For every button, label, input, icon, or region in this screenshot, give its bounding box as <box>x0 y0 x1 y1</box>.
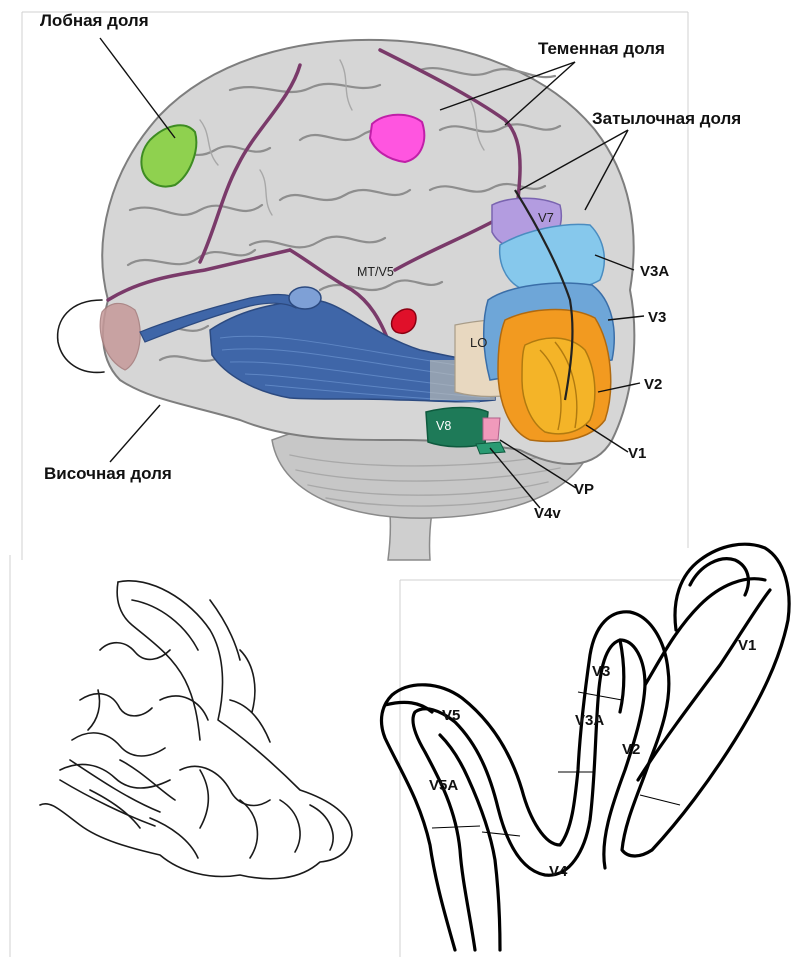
brain-sketch <box>40 581 352 879</box>
v3-label: V3 <box>648 309 666 326</box>
frontal-pole-outline <box>58 300 104 372</box>
v8-label: V8 <box>436 419 451 433</box>
brain-illustration: V7 LO MT/V5 V8 Лобная доля Теменная доля… <box>40 11 741 560</box>
v5a-section-label: V5A <box>429 777 458 794</box>
cortex-v1-inner <box>638 590 770 780</box>
cortex-outer-edge <box>381 544 789 950</box>
cortex-v3-fold <box>620 640 624 712</box>
v2-label: V2 <box>644 376 662 393</box>
frontal-lobe-label: Лобная доля <box>40 11 149 30</box>
v3-section-label: V3 <box>592 663 610 680</box>
v3a-section-label: V3A <box>575 712 604 729</box>
cortex-sulcus-edge <box>645 579 765 685</box>
cortical-section: V1 V2 V3 V3A V4 V5 V5A <box>381 544 789 950</box>
v7-label: V7 <box>538 210 554 225</box>
vp-label: VP <box>574 481 594 498</box>
vp-area <box>483 418 500 440</box>
temporal-lobe-label: Височная доля <box>44 464 172 483</box>
cortex-inner-edge <box>413 640 645 950</box>
v1-section-label: V1 <box>738 637 756 654</box>
cortex-left-edge <box>385 702 432 712</box>
v2-section-label: V2 <box>622 741 640 758</box>
v5-section-label: V5 <box>442 707 460 724</box>
parietal-lobe-label: Теменная доля <box>538 39 665 58</box>
v1-label: V1 <box>628 445 646 462</box>
lo-label: LO <box>470 335 487 350</box>
mt-v5-label: MT/V5 <box>357 265 394 279</box>
v4v-label: V4v <box>534 505 561 522</box>
v3a-label: V3A <box>640 263 669 280</box>
v4-section-label: V4 <box>549 863 568 880</box>
occipital-lobe-label: Затылочная доля <box>592 109 741 128</box>
